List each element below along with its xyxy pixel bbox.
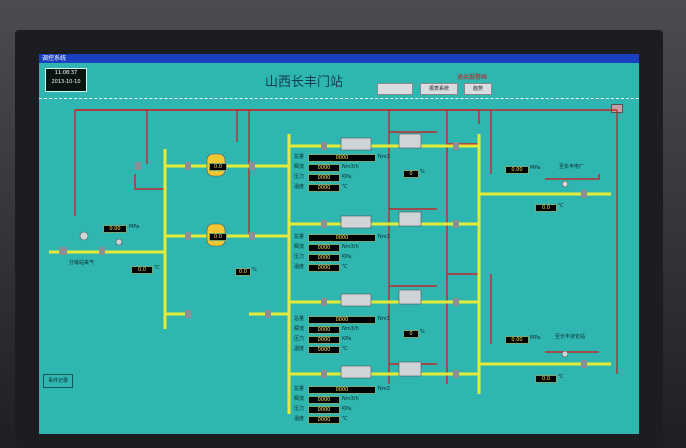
- meter-row-unit: KPa: [342, 254, 352, 260]
- meter-row-unit: Nm3: [378, 386, 390, 392]
- outlet2-pressure-unit: MPa: [530, 335, 541, 341]
- clock-display: 11:08:37 2013-10-10: [45, 68, 87, 92]
- meter-row-unit: ℃: [342, 346, 348, 352]
- valve1-percent: 0: [403, 170, 419, 178]
- meter-row-value: 0000: [308, 164, 340, 172]
- meter-row-value: 0000: [308, 264, 340, 272]
- inlet-temperature-value: 0.0: [131, 266, 153, 274]
- outlet1-pressure-unit: MPa: [530, 165, 541, 171]
- inlet-pressure-value: 0.00: [103, 225, 127, 233]
- meter-row-label: 压力: [294, 406, 305, 412]
- page-title: 山西长丰门站: [265, 75, 344, 90]
- meter-row-unit: Nm3/h: [342, 164, 359, 170]
- valve3-unit: %: [420, 329, 425, 335]
- meter-row-label: 瞬流: [294, 326, 305, 332]
- meter-row-unit: KPa: [342, 174, 352, 180]
- meter-row-value: 0000: [308, 184, 340, 192]
- meter-row-unit: Nm3: [378, 234, 390, 240]
- meter-row-label: 压力: [294, 336, 305, 342]
- header-divider: [39, 98, 639, 99]
- outlet2-pressure-value: 0.00: [505, 336, 529, 344]
- meter-row-unit: Nm3: [378, 154, 390, 160]
- inlet-pressure-unit: MPa: [129, 224, 140, 230]
- meter-row-value: 0000: [308, 326, 340, 334]
- meter-row-label: 温度: [294, 346, 305, 352]
- report-button[interactable]: 报表系统: [420, 83, 458, 95]
- meter-row-unit: KPa: [342, 406, 352, 412]
- meter-row-value: 0000: [308, 234, 376, 242]
- valve3-percent: 0: [403, 330, 419, 338]
- flow-indicator-value: 0.0: [235, 268, 251, 276]
- piping-diagram: [49, 109, 618, 414]
- meter-row-label: 总量: [294, 386, 305, 392]
- meter-row-unit: Nm3: [378, 316, 390, 322]
- meter-row-label: 总量: [294, 154, 305, 160]
- meter-row-value: 0000: [308, 174, 340, 182]
- filter2-value: 0.0: [209, 233, 227, 241]
- meter-row-label: 温度: [294, 264, 305, 270]
- valve1-unit: %: [420, 169, 425, 175]
- window-title: 调控系统: [42, 55, 67, 62]
- outlet2-temperature-value: 0.0: [535, 375, 557, 383]
- meter-row-value: 0000: [308, 416, 340, 424]
- meter-row-label: 瞬流: [294, 164, 305, 170]
- meter-row-label: 总量: [294, 316, 305, 322]
- blank-button[interactable]: [377, 83, 413, 95]
- meter-row-label: 瞬流: [294, 244, 305, 250]
- inlet-temperature-unit: ℃: [154, 265, 160, 271]
- outlet1-pressure-value: 0.00: [505, 166, 529, 174]
- scada-screen: 调控系统 11:08:37 2013-10-10 山西长丰门站 退出报警画 报表…: [39, 54, 639, 434]
- outlet2-temperature-unit: ℃: [558, 374, 564, 380]
- meter-row-value: 0000: [308, 396, 340, 404]
- meter-row-value: 0000: [308, 406, 340, 414]
- meter-row-value: 0000: [308, 386, 376, 394]
- clock-time: 11:08:37: [54, 70, 78, 76]
- meter-row-unit: KPa: [342, 336, 352, 342]
- meter-row-label: 温度: [294, 184, 305, 190]
- meter-row-unit: ℃: [342, 416, 348, 422]
- outlet1-temperature-unit: ℃: [558, 203, 564, 209]
- meter-row-value: 0000: [308, 346, 340, 354]
- meter-row-unit: Nm3/h: [342, 244, 359, 250]
- trend-button[interactable]: 趋势: [464, 83, 492, 95]
- filter1-value: 0.0: [209, 163, 227, 171]
- meter-row-label: 压力: [294, 174, 305, 180]
- clock-date: 2013-10-10: [51, 79, 81, 85]
- meter-row-unit: ℃: [342, 184, 348, 190]
- meter-row-label: 总量: [294, 234, 305, 240]
- meter-row-label: 瞬流: [294, 396, 305, 402]
- meter-row-value: 0000: [308, 154, 376, 162]
- flow-indicator-unit: %: [252, 267, 257, 273]
- outlet1-temperature-value: 0.0: [535, 204, 557, 212]
- meter-row-unit: Nm3/h: [342, 326, 359, 332]
- meter-row-label: 温度: [294, 416, 305, 422]
- meter-row-unit: ℃: [342, 264, 348, 270]
- meter-row-value: 0000: [308, 336, 340, 344]
- event-log-button[interactable]: 事件记录: [43, 374, 73, 388]
- alarm-link[interactable]: 退出报警画: [457, 74, 488, 81]
- meter-row-value: 0000: [308, 244, 340, 252]
- inlet-label: 分输站来气: [69, 260, 95, 266]
- meter-row-value: 0000: [308, 316, 376, 324]
- meter-row-value: 0000: [308, 254, 340, 262]
- meter-row-unit: Nm3/h: [342, 396, 359, 402]
- meter-row-label: 压力: [294, 254, 305, 260]
- outlet1-name: 至长丰电厂: [559, 164, 585, 170]
- outlet2-name: 至长丰液化站: [555, 334, 586, 340]
- window-titlebar: 调控系统: [39, 54, 639, 63]
